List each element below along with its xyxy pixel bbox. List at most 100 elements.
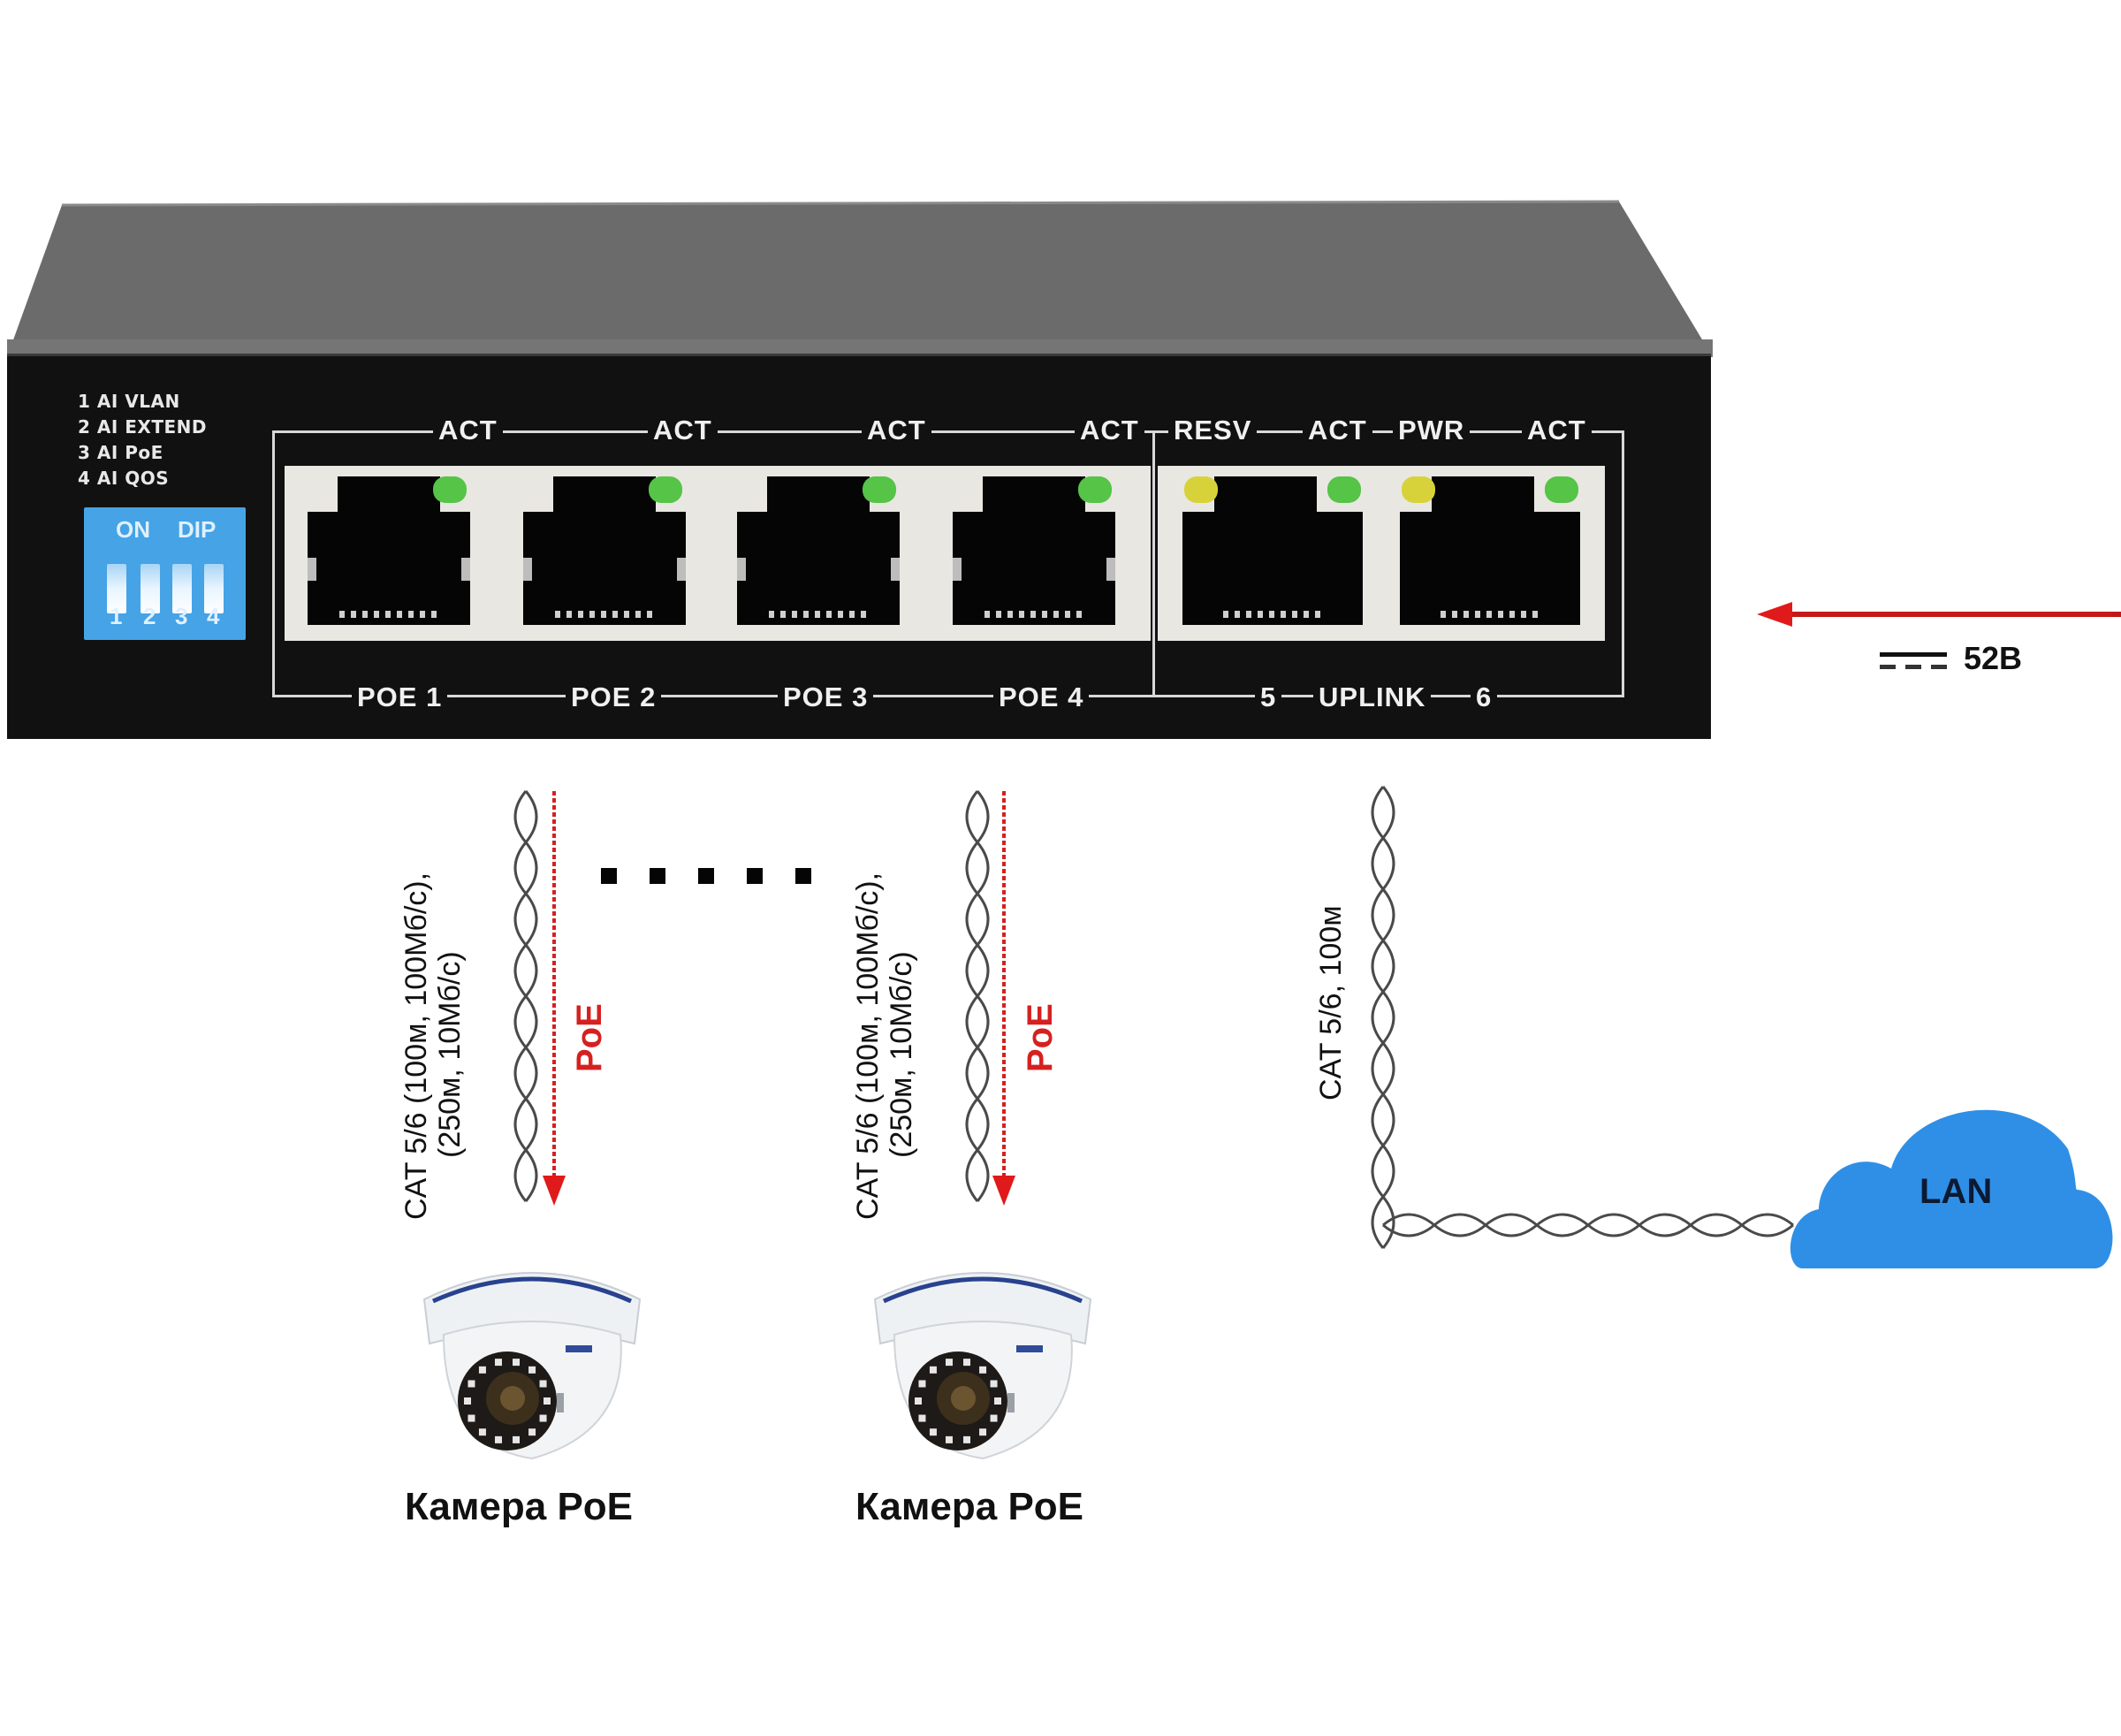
dip-lever-2[interactable] (141, 564, 160, 613)
ir-led (478, 1366, 486, 1374)
rj45-port-poe3[interactable] (730, 476, 907, 628)
twisted-pair-cable-uplink-vertical (1371, 786, 1395, 1249)
cable-strand (1371, 786, 1385, 1249)
lan-cloud-icon (1790, 1109, 2113, 1268)
camera-stripe (431, 1276, 633, 1304)
port-notch (1214, 476, 1317, 519)
port-pins (1223, 611, 1322, 618)
twisted-pair-cable-poe-1 (513, 790, 538, 1202)
dome-camera-2-icon (873, 1272, 1092, 1460)
dip-legend-item: 2 AI EXTEND (78, 416, 207, 438)
cable-spec-line1: CAT 5/6 (100м, 100Мб/с), (399, 872, 433, 1220)
cable-strand (524, 790, 538, 1202)
cable-strand (965, 790, 979, 1202)
poe3-label: POE 3 (778, 682, 874, 712)
cable-spec-line2: (250м, 10Мб/с) (885, 951, 918, 1158)
ir-led (990, 1380, 998, 1388)
dip-number: 3 (175, 603, 188, 629)
pwr-label: PWR (1393, 415, 1471, 445)
poe-ports-block (285, 466, 1151, 641)
dip-number: 4 (207, 603, 220, 629)
port-clip (737, 558, 746, 581)
resv-label: RESV (1168, 415, 1258, 445)
poe-cable-2-label: CAT 5/6 (100м, 100Мб/с), (250м, 10Мб/с) (851, 872, 918, 1220)
camera-stripe (882, 1276, 1083, 1304)
poe2-label: POE 2 (566, 682, 662, 712)
act-label-1: ACT (433, 415, 503, 445)
dip-dip-label: DIP (178, 516, 217, 543)
act-label-4: ACT (1075, 415, 1144, 445)
twisted-pair-cable-poe-2 (965, 790, 990, 1202)
act-label-5: ACT (1303, 415, 1372, 445)
rj45-port-poe2[interactable] (516, 476, 693, 628)
port-hole (308, 512, 470, 625)
port-hole (1400, 512, 1580, 625)
act-label-6: ACT (1522, 415, 1592, 445)
lan-label: LAN (1920, 1172, 1993, 1211)
ir-led (494, 1359, 502, 1367)
dip-legend-item: 1 AI VLAN (78, 391, 180, 412)
ir-led (539, 1414, 547, 1422)
poe-port-frame (272, 430, 1167, 697)
rj45-port-poe4[interactable] (946, 476, 1122, 628)
port-notch (1432, 476, 1534, 519)
rj45-port-5[interactable] (1175, 476, 1370, 628)
led-green-icon (1327, 476, 1361, 503)
dc-icon (1880, 652, 1947, 669)
ir-led (915, 1397, 922, 1405)
cable-spec-line2: (250м, 10Мб/с) (433, 951, 467, 1158)
dip-lever-3[interactable] (172, 564, 192, 613)
ellipsis-dot (601, 868, 617, 884)
dip-switch[interactable]: ON DIP 1 2 3 4 (84, 507, 246, 640)
uplink-cable-label: CAT 5/6, 100м (1314, 905, 1348, 1100)
dip-legend-item: 4 AI QOS (78, 468, 170, 489)
ellipsis-dot (650, 868, 665, 884)
port-pins (769, 611, 868, 618)
cable-strand (976, 790, 990, 1202)
ir-led (528, 1366, 536, 1374)
rj45-port-poe1[interactable] (300, 476, 477, 628)
poe-direction-label-2: PoE (1021, 1003, 1060, 1072)
cable-strand (1381, 786, 1395, 1249)
dome-camera-1-icon (422, 1272, 642, 1460)
led-yellow-icon (1184, 476, 1218, 503)
ir-led (464, 1397, 471, 1405)
port-pins (984, 611, 1083, 618)
ir-led (929, 1428, 937, 1436)
uplink-ports-block (1158, 466, 1605, 641)
port-clip (1106, 558, 1115, 581)
dip-number: 2 (143, 603, 156, 629)
poe-cable-1-label: CAT 5/6 (100м, 100Мб/с), (250м, 10Мб/с) (399, 872, 467, 1220)
ir-led (979, 1366, 987, 1374)
power-arrow-icon (1757, 602, 2121, 627)
ir-led (544, 1397, 551, 1405)
uplink-label: UPLINK (1313, 682, 1432, 712)
cable-strand (513, 790, 528, 1202)
led-yellow-icon (1402, 476, 1435, 503)
cable-strand (1382, 1223, 1794, 1237)
poe-direction-label-1: PoE (570, 1003, 609, 1072)
dip-number: 1 (110, 603, 123, 629)
cable-spec-line1: CAT 5/6 (100м, 100Мб/с), (851, 872, 885, 1220)
ellipsis-dot (747, 868, 763, 884)
poe4-label: POE 4 (993, 682, 1090, 712)
cable-strand (1382, 1213, 1794, 1227)
twisted-pair-cable-uplink-horizontal (1382, 1213, 1794, 1237)
ir-led (478, 1428, 486, 1436)
ir-led (513, 1435, 521, 1443)
dip-lever-4[interactable] (204, 564, 224, 613)
port-clip (461, 558, 470, 581)
port-clip (891, 558, 900, 581)
ellipsis-dot (698, 868, 714, 884)
dip-legend-item: 3 AI PoE (78, 442, 163, 463)
ir-led (468, 1380, 475, 1388)
ir-led (994, 1397, 1001, 1405)
ir-led (918, 1380, 926, 1388)
ir-led (539, 1380, 547, 1388)
dip-lever-1[interactable] (107, 564, 126, 613)
rj45-port-6[interactable] (1393, 476, 1587, 628)
ir-led (513, 1359, 521, 1367)
port-clip (677, 558, 686, 581)
camera-1-label: Камера PoE (405, 1485, 634, 1528)
